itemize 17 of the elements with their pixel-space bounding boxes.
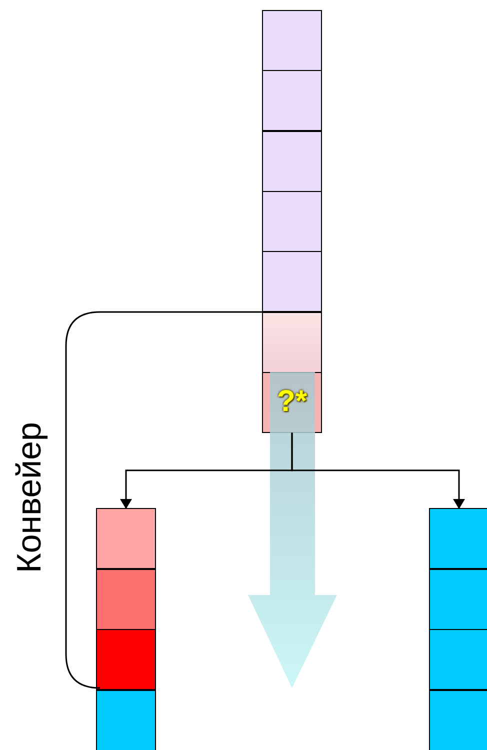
cell-label: ?* [277,387,307,418]
cell [262,251,322,312]
cell [262,312,322,372]
cell [262,190,322,252]
cell [96,629,156,690]
cell [96,568,156,630]
cell [429,568,487,630]
cell [429,690,487,750]
cell [262,130,322,192]
cell [262,70,322,132]
side-label: Конвейер [10,421,50,575]
cell [262,10,322,71]
arrow [291,432,465,509]
cell [96,508,156,569]
cell [429,629,487,690]
cell [96,690,156,750]
cell [429,508,487,569]
